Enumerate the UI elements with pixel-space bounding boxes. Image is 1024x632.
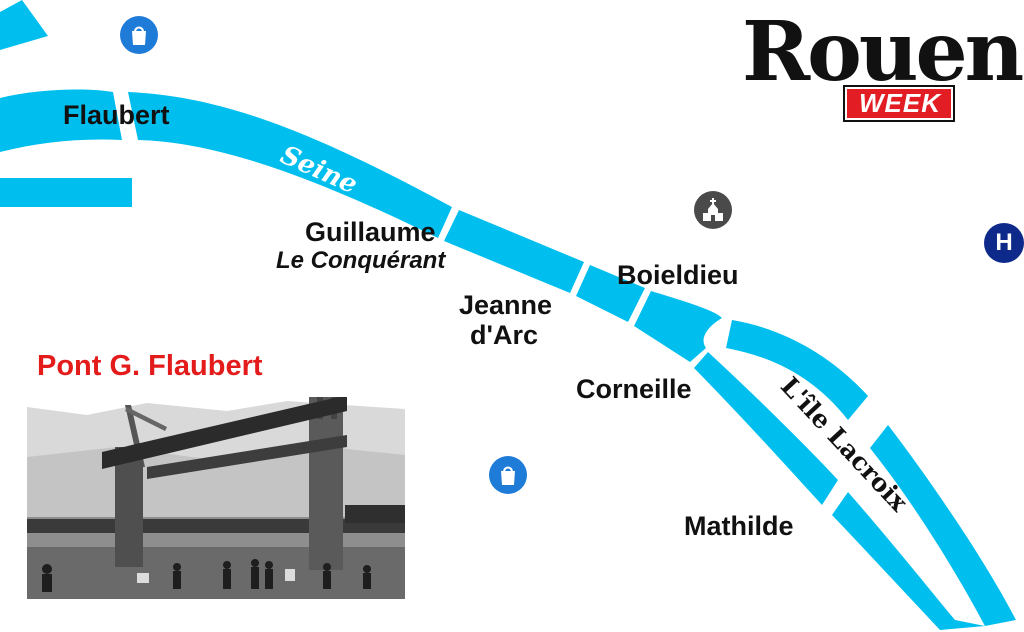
- church-icon[interactable]: [694, 191, 732, 229]
- bridge-label-guillaume: Guillaume: [305, 217, 436, 247]
- logo-main-text: Rouen: [742, 4, 1024, 100]
- river-segment-4: [634, 291, 722, 362]
- bridge-label-mathilde: Mathilde: [684, 511, 794, 541]
- river-channel-left: [0, 178, 132, 207]
- bridge-label-corneille: Corneille: [576, 374, 692, 404]
- river-segment-1: [128, 92, 452, 238]
- bridge-label-flaubert: Flaubert: [63, 100, 170, 130]
- bridge-label-jeanne-line2: d'Arc: [470, 320, 538, 350]
- bridge-label-guillaume-subtitle: Le Conquérant: [276, 247, 446, 274]
- hospital-letter: H: [995, 229, 1013, 256]
- river-north-arm-2: [870, 425, 1016, 626]
- logo-sub-text: WEEK: [843, 85, 955, 122]
- river-south-arm-1: [694, 352, 838, 505]
- river-north-arm-1: [726, 320, 868, 420]
- shopping-bag-icon[interactable]: [120, 16, 158, 54]
- river-west-segment: [0, 89, 122, 152]
- bridge-label-jeanne: Jeanne: [459, 290, 553, 320]
- bridge-photo: [27, 397, 405, 599]
- shopping-bag-icon[interactable]: [489, 456, 527, 494]
- river-segment-3: [576, 265, 645, 322]
- rouen-week-logo: Rouen WEEK: [742, 11, 1024, 122]
- photo-title: Pont G. Flaubert: [37, 350, 263, 382]
- river-south-arm-2: [832, 492, 985, 630]
- river-arc-top: [0, 0, 48, 50]
- river-segment-2: [444, 210, 584, 293]
- bridge-label-boieldieu: Boieldieu: [617, 260, 739, 290]
- hospital-icon[interactable]: H: [984, 223, 1024, 263]
